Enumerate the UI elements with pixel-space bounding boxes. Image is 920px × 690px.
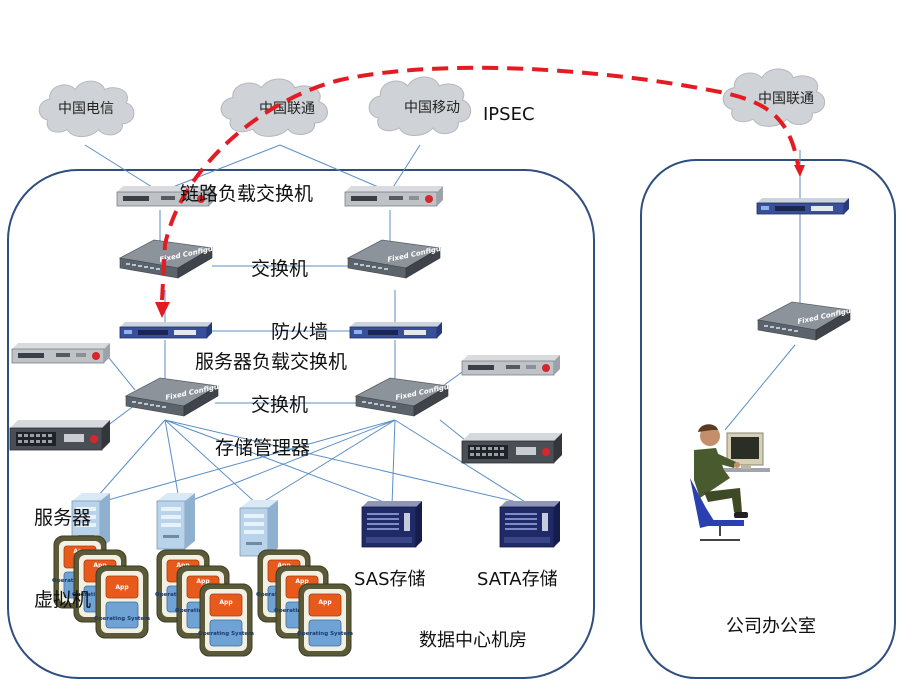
server-load-balancer-right [461,354,561,376]
office-container [640,159,896,679]
cloud-china-telecom: 中国电信 [38,80,135,138]
svg-text:中国联通: 中国联通 [259,101,315,117]
svg-text:App: App [93,562,107,569]
server-tower-3 [239,499,279,557]
firewall-left [119,321,213,339]
switch-access-left: Fixed Configuration [125,377,243,417]
datacenter-container [7,169,595,679]
svg-text:App: App [219,599,233,606]
ipsec-label: IPSEC [483,104,535,125]
sas-storage-label: SAS存储 [354,569,426,590]
arrow-head-icon [794,165,805,177]
server-load-balancer-left [11,342,111,364]
switch-label-bottom: 交换机 [251,394,308,416]
server-tower-2 [156,492,196,550]
svg-text:Operating System: Operating System [94,616,150,622]
office-vpn-gateway [756,197,850,215]
svg-text:中国电信: 中国电信 [58,101,114,117]
sata-storage-array [499,500,561,548]
switch-label-top: 交换机 [251,258,308,280]
svg-text:App: App [115,584,129,591]
cloud-china-unicom: 中国联通 [220,78,329,137]
cloud-china-mobile: 中国移动 [368,76,472,137]
office-title: 公司办公室 [726,616,816,637]
arrow-head-icon [155,302,170,318]
link-load-balancer-label: 链路负载交换机 [180,183,313,205]
svg-text:中国联通: 中国联通 [758,91,814,107]
firewall-label: 防火墙 [271,321,328,343]
sata-storage-label: SATA存储 [477,569,558,590]
svg-text:Operating System: Operating System [198,631,254,637]
virtual-machines-label: 虚拟机 [34,589,91,611]
office-switch: Fixed Configuration [757,301,875,341]
switch-core-right: Fixed Configuration [347,239,465,279]
datacenter-title: 数据中心机房 [419,630,527,651]
cloud-china-unicom-office: 中国联通 [722,68,826,127]
svg-text:App: App [277,562,291,569]
connection-lines [84,144,801,506]
svg-text:App: App [318,599,332,606]
svg-text:中国移动: 中国移动 [404,100,460,116]
link-load-balancer-right [344,185,444,207]
svg-text:App: App [295,578,309,585]
servers-label: 服务器 [34,507,91,529]
svg-text:App: App [196,578,210,585]
sas-storage-array [361,500,423,548]
server-load-balancer-label: 服务器负载交换机 [195,351,347,373]
switch-access-right: Fixed Configuration [355,377,473,417]
storage-manager-label: 存储管理器 [215,437,310,459]
svg-text:App: App [176,562,190,569]
svg-text:Operating System: Operating System [297,631,353,637]
ipsec-vpn-tunnel-path [160,65,800,301]
firewall-right [349,321,443,339]
storage-manager-right [461,432,563,464]
switch-core-left: Fixed Configuration [119,239,237,279]
storage-manager-left [9,419,111,451]
office-user-workstation [690,424,770,541]
